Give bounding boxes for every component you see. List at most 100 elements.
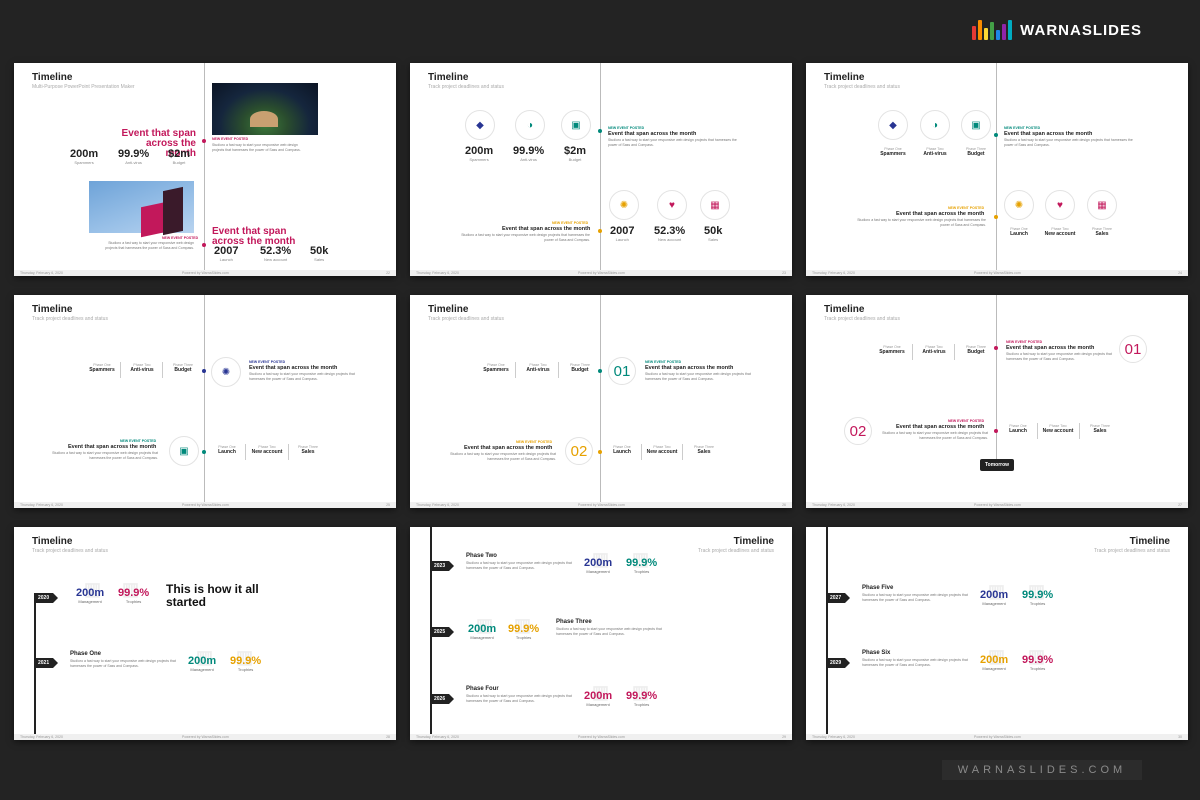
phase-name: Phase Five	[862, 585, 894, 591]
timeline-dot	[598, 229, 602, 233]
building-photo	[89, 181, 194, 238]
ghost-icon: ▥	[592, 549, 610, 569]
slide-subtitle: Track project deadlines and status	[824, 316, 900, 322]
event-description: Studioro a fast way to start your respon…	[249, 372, 355, 381]
slide-thumbnail-9[interactable]: Timeline Track project deadlines and sta…	[806, 527, 1188, 740]
brand-bars-icon	[972, 20, 1013, 40]
phase-name: Phase Four	[466, 686, 499, 692]
globe-icon: ◑	[920, 110, 950, 140]
step-number-02: 02	[565, 437, 593, 465]
intro-heading: This is how it all started	[166, 582, 259, 609]
ghost-icon: ▥	[196, 647, 214, 667]
separator	[515, 362, 516, 378]
phase-description: Studioro a fast way to start your respon…	[466, 561, 572, 570]
slide-subtitle: Track project deadlines and status	[428, 84, 504, 90]
heart-message-icon: ♥	[1045, 190, 1075, 220]
slide-subtitle: Track project deadlines and status	[32, 548, 108, 554]
slide-thumbnail-4[interactable]: Timeline Track project deadlines and sta…	[14, 295, 396, 508]
timeline-dot	[202, 450, 206, 454]
new-event-tag: NEW EVENT POSTED	[948, 206, 985, 210]
event-heading: Event that span across the month	[1004, 131, 1093, 137]
ghost-icon: ▥	[84, 579, 102, 599]
slide-title: Timeline	[32, 536, 73, 547]
baseball-stadium-photo	[212, 83, 318, 135]
event-heading-1: Event that span across the month	[121, 128, 196, 159]
slide-subtitle: Track project deadlines and status	[698, 548, 774, 554]
shopping-bag-icon: ▣	[961, 110, 991, 140]
stat-trophies: 99.9%Trophies	[626, 690, 658, 707]
slide-title: Timeline	[1129, 536, 1170, 547]
new-event-tag: NEW EVENT POSTED	[120, 439, 157, 443]
camera-shutter-icon: ✺	[211, 357, 241, 387]
slide-thumbnail-3[interactable]: Timeline Track project deadlines and sta…	[806, 63, 1188, 276]
stat-trophies: 99.9%Trophies	[118, 587, 150, 604]
phase-description: Studioro a fast way to start your respon…	[70, 659, 176, 668]
stat-trophies: 99.9%Trophies	[230, 655, 262, 672]
timeline-dot	[994, 346, 998, 350]
slide-thumbnail-1[interactable]: Timeline Multi-Purpose PowerPoint Presen…	[14, 63, 396, 276]
event-description: Studioro a fast way to start your respon…	[882, 431, 988, 440]
brand-name: WARNASLIDES	[1020, 21, 1142, 39]
event-description: Studioro a fast way to start your respon…	[52, 451, 158, 460]
timeline-dot	[994, 215, 998, 219]
ghost-icon: ▥	[632, 682, 650, 702]
event-heading: Event that span across the month	[464, 445, 553, 451]
slide-thumbnail-6[interactable]: Timeline Track project deadlines and sta…	[806, 295, 1188, 508]
timeline-line	[996, 295, 997, 468]
timeline-dot	[994, 133, 998, 137]
ghost-icon: ▥	[476, 615, 494, 635]
gift-icon: ▦	[1087, 190, 1117, 220]
ghost-icon: ▥	[632, 549, 650, 569]
event-heading: Event that span across the month	[896, 211, 985, 217]
step-number-01: 01	[1119, 335, 1147, 363]
slide-title: Timeline	[32, 304, 73, 315]
event-heading-2: Event that span across the month	[212, 226, 296, 247]
year-tag-2027: 2027	[826, 593, 851, 603]
event-heading: Event that span across the month	[645, 365, 734, 371]
slide-thumbnail-2[interactable]: Timeline Track project deadlines and sta…	[410, 63, 792, 276]
heart-message-icon: ♥	[657, 190, 687, 220]
phase-description: Studioro a fast way to start your respon…	[556, 627, 662, 636]
event-description: Studioro a fast way to start your respon…	[212, 143, 301, 152]
timeline-line	[600, 63, 601, 270]
slide-thumbnail-5[interactable]: Timeline Track project deadlines and sta…	[410, 295, 792, 508]
slide-thumbnail-7[interactable]: Timeline Track project deadlines and sta…	[14, 527, 396, 740]
event-description: Studioro a fast way to start your respon…	[461, 233, 590, 242]
timeline-line	[600, 295, 601, 502]
separator	[912, 344, 913, 360]
ghost-icon: ▥	[514, 615, 532, 635]
gift-icon: ▦	[700, 190, 730, 220]
footer-url-banner: WARNASLIDES.COM	[942, 760, 1142, 780]
timeline-line	[996, 63, 997, 270]
ghost-icon: ▥	[1028, 646, 1046, 666]
separator	[641, 444, 642, 460]
ghost-icon: ▥	[122, 579, 140, 599]
timeline-line	[204, 295, 205, 502]
new-event-tag: NEW EVENT POSTED	[645, 360, 682, 364]
camera-shutter-icon: ✺	[1004, 190, 1034, 220]
slide-thumbnail-8[interactable]: Timeline Track project deadlines and sta…	[410, 527, 792, 740]
separator	[1079, 423, 1080, 439]
slide-subtitle: Track project deadlines and status	[1094, 548, 1170, 554]
